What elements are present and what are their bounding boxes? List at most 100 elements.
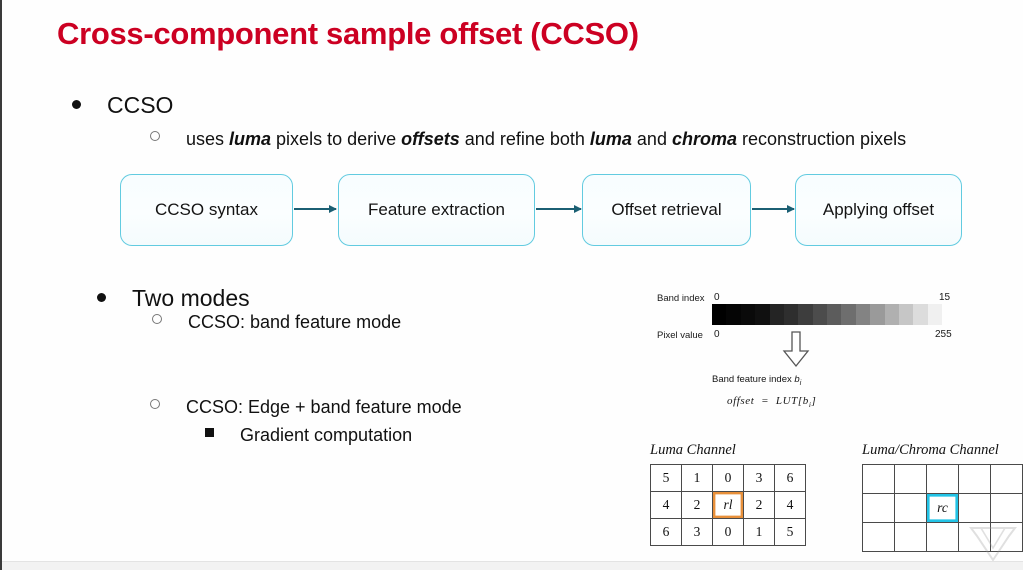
down-arrow-icon <box>782 331 810 368</box>
grid-cell: 6 <box>650 518 682 546</box>
caption-prefix: Band feature index <box>712 374 795 385</box>
bullet-edge-band-feature-mode: CCSO: Edge + band feature mode <box>150 397 462 418</box>
grid-cell <box>894 464 927 494</box>
emphasis-offsets: offsets <box>401 129 460 149</box>
band-swatch-3 <box>755 304 770 325</box>
emphasis-chroma: chroma <box>671 129 737 149</box>
table-row <box>862 464 1023 494</box>
caption-symbol: b <box>794 374 800 385</box>
bullet-two-modes-label: Two modes <box>132 285 250 311</box>
grid-cell: 6 <box>774 464 806 492</box>
grid-cell <box>958 522 991 552</box>
bullet-dot-icon <box>72 100 81 109</box>
band-swatch-10 <box>855 304 871 325</box>
formula-close: ] <box>811 395 817 407</box>
luma-chroma-channel-grid: Luma/Chroma Channel rc <box>862 442 1023 552</box>
bottom-edge-strip <box>2 561 1023 570</box>
band-swatch-14 <box>913 304 928 325</box>
flow-step-applying-offset[interactable]: Applying offset <box>795 174 962 246</box>
band-swatch-0 <box>712 304 727 325</box>
bullet-ccso: CCSO <box>72 92 173 119</box>
formula-equals: = <box>761 395 770 407</box>
bullet-gradient-label: Gradient computation <box>240 425 413 445</box>
grid-cell <box>862 522 895 552</box>
bullet-two-modes: Two modes <box>97 285 250 312</box>
uses-part-5: reconstruction pixels <box>737 129 907 149</box>
luma-chroma-cell-table: rc <box>862 464 1023 552</box>
verge-v-watermark-icon <box>969 527 1017 562</box>
band-swatch-5 <box>783 304 799 325</box>
emphasis-luma-2: luma <box>589 129 632 149</box>
formula-offset: offset <box>727 395 755 407</box>
flow-step-label: CCSO syntax <box>155 200 258 219</box>
pixel-value-min: 0 <box>714 329 720 340</box>
bullet-dot-icon <box>97 293 106 302</box>
table-row: rc <box>862 493 1023 523</box>
flow-step-label: Applying offset <box>822 200 935 219</box>
uses-part-4: and <box>631 129 672 149</box>
band-swatch-15 <box>927 304 942 325</box>
band-gradient-bar <box>712 304 942 325</box>
uses-part-2: pixels to derive <box>271 129 402 149</box>
grid-cell <box>926 464 959 494</box>
grid-cell: 5 <box>650 464 682 492</box>
band-feature-index-caption: Band feature index bi <box>712 374 801 387</box>
flow-step-label: Offset retrieval <box>611 200 722 219</box>
uses-part-1: uses <box>186 129 230 149</box>
bullet-circle-icon <box>150 399 160 409</box>
table-row <box>862 522 1023 552</box>
grid-cell <box>958 464 991 494</box>
flow-step-feature-extraction[interactable]: Feature extraction <box>338 174 535 246</box>
uses-part-3: and refine both <box>459 129 590 149</box>
grid-cell <box>862 493 895 523</box>
luma-channel-title: Luma Channel <box>650 442 736 458</box>
flow-step-ccso-syntax[interactable]: CCSO syntax <box>120 174 293 246</box>
band-swatch-7 <box>812 304 827 325</box>
grid-cell: 2 <box>681 491 713 519</box>
pixel-value-max: 255 <box>935 329 952 340</box>
band-index-min-value: 0 <box>714 292 720 303</box>
flow-step-offset-retrieval[interactable]: Offset retrieval <box>582 174 751 246</box>
flow-arrow-2-icon <box>536 204 582 214</box>
emphasis-luma: luma <box>229 129 272 149</box>
bullet-gradient-computation: Gradient computation <box>205 425 412 446</box>
bullet-ccso-label: CCSO <box>107 92 174 118</box>
band-feature-diagram: Band index 0 15 Pixel value 0 255 Band f… <box>657 288 1012 418</box>
grid-cell: 3 <box>681 518 713 546</box>
grid-cell: 4 <box>774 491 806 519</box>
formula-b-sub: i <box>808 400 812 410</box>
grid-cell <box>894 493 927 523</box>
band-swatch-11 <box>870 304 885 325</box>
bullet-circle-icon <box>152 314 162 324</box>
grid-cell: 4 <box>650 491 682 519</box>
grid-cell: 3 <box>743 464 775 492</box>
flow-arrow-3-icon <box>752 204 795 214</box>
pixel-value-label: Pixel value <box>657 330 703 341</box>
grid-cell: 1 <box>743 518 775 546</box>
bullet-circle-icon <box>150 131 160 141</box>
band-swatch-6 <box>798 304 813 325</box>
page-title: Cross-component sample offset (CCSO) <box>57 16 639 51</box>
band-swatch-13 <box>898 304 914 325</box>
luma-chroma-channel-title: Luma/Chroma Channel <box>862 442 999 458</box>
band-swatch-8 <box>827 304 842 325</box>
grid-cell <box>926 522 959 552</box>
band-swatch-12 <box>884 304 899 325</box>
grid-cell: 0 <box>712 518 744 546</box>
grid-cell <box>862 464 895 494</box>
grid-cell-highlighted: rl <box>712 491 744 519</box>
grid-cell-highlighted: rc <box>926 493 959 523</box>
bullet-edge-mode-label: CCSO: Edge + band feature mode <box>186 397 462 417</box>
band-swatch-4 <box>769 304 784 325</box>
flow-step-label: Feature extraction <box>367 200 505 219</box>
grid-cell: 0 <box>712 464 744 492</box>
formula-b: b <box>802 395 809 407</box>
bullet-uses-text: uses luma pixels to derive offsets and r… <box>186 129 906 150</box>
bullet-band-mode-label: CCSO: band feature mode <box>188 312 402 332</box>
bullet-band-feature-mode: CCSO: band feature mode <box>152 312 401 333</box>
